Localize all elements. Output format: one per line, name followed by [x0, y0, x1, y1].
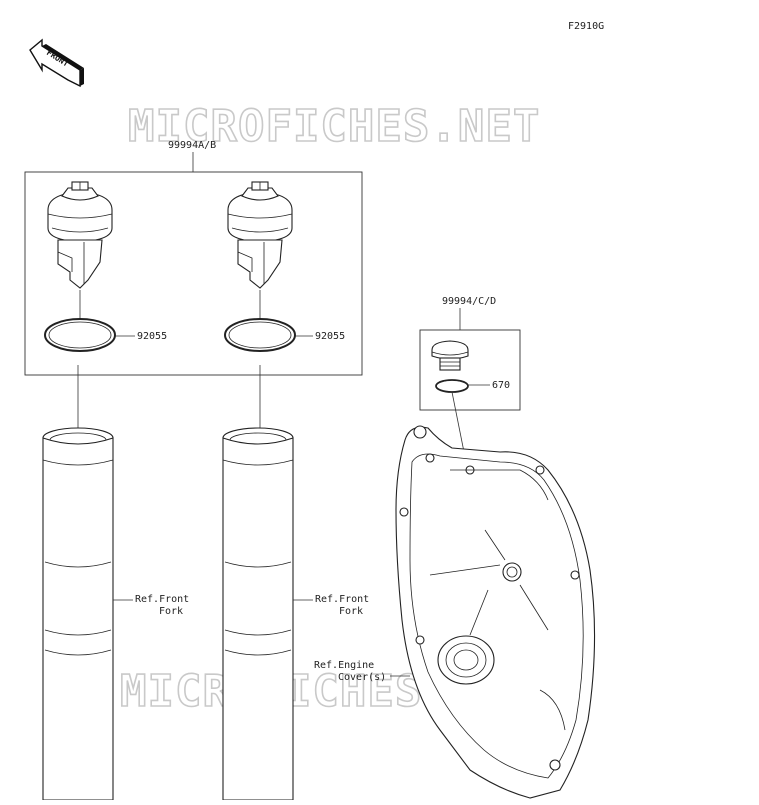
figure-code: F2910G [568, 21, 604, 32]
label-ref-fork-left-1: Ref.Front [135, 594, 189, 605]
label-oring-left: 92055 [137, 331, 167, 342]
engine-cover [395, 425, 596, 799]
label-oring-right: 92055 [315, 331, 345, 342]
watermark-top: MICROFICHES.NET [128, 101, 540, 152]
oring-right [224, 318, 296, 352]
label-kit-ab: 99994A/B [168, 140, 216, 151]
kit-cd-box [419, 329, 521, 411]
label-ref-engine-1: Ref.Engine [314, 660, 374, 671]
oring-left [44, 318, 116, 352]
front-fork-left [42, 427, 114, 801]
label-ref-fork-left-2: Fork [159, 606, 183, 617]
label-ref-engine-2: Cover(s) [338, 672, 386, 683]
fork-cap-left [47, 181, 113, 289]
washer [435, 379, 469, 393]
drain-plug [431, 340, 469, 371]
label-kit-cd: 99994/C/D [442, 296, 496, 307]
kit-ab-box [24, 171, 363, 376]
front-direction-icon: FRONT [29, 38, 84, 88]
fork-cap-right [227, 181, 293, 289]
front-fork-right [222, 427, 294, 801]
label-ref-fork-right-1: Ref.Front [315, 594, 369, 605]
label-ref-fork-right-2: Fork [339, 606, 363, 617]
label-washer: 670 [492, 380, 510, 391]
